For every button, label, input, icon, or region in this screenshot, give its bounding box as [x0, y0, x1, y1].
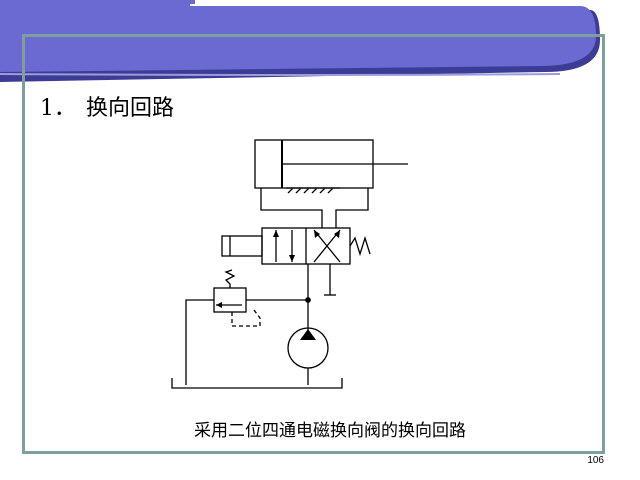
title-text: 换向回路	[86, 96, 175, 121]
cylinder-pipes	[260, 188, 369, 228]
relief-valve-spring	[224, 269, 236, 288]
valve-tank-return	[324, 264, 336, 296]
four-way-valve	[221, 227, 371, 265]
page-number: 106	[587, 455, 604, 466]
hydraulic-cylinder	[254, 139, 408, 194]
diagram-caption: 采用二位四通电磁换向阀的换向回路	[0, 416, 640, 441]
title-banner	[0, 0, 600, 82]
pump-arrow	[300, 329, 316, 340]
relief-valve-body	[213, 287, 247, 313]
hydraulic-pump	[287, 327, 329, 385]
banner-underline	[0, 73, 561, 76]
content-frame	[22, 34, 605, 454]
tank-line	[171, 378, 343, 389]
cylinder-mount-hatch	[287, 187, 334, 194]
relief-valve	[185, 269, 308, 385]
title-number: 1．	[40, 96, 76, 121]
hydraulic-circuit-diagram	[171, 139, 408, 389]
slide-title: 1． 换向回路	[40, 90, 174, 122]
relief-valve-drain	[185, 299, 214, 385]
solenoid-coil	[221, 235, 263, 257]
banner-main-shape	[0, 3, 596, 72]
banner-top-strip	[0, 0, 195, 4]
valve-spring	[349, 235, 371, 257]
relief-valve-pilot	[231, 309, 261, 327]
caption-text: 采用二位四通电磁换向阀的换向回路	[194, 421, 466, 441]
